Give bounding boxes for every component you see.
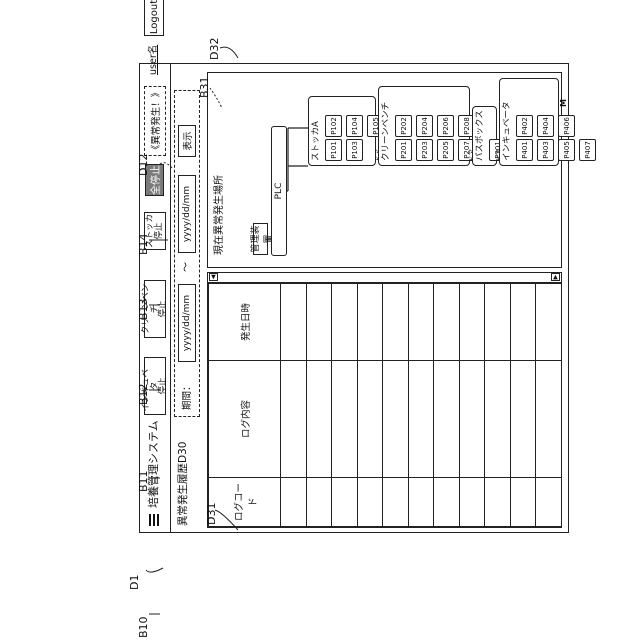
label-b31: B31 xyxy=(198,76,211,98)
label-b12: B12 xyxy=(137,383,150,405)
label-d1: D1 xyxy=(128,575,141,590)
label-b14: B14 xyxy=(137,233,150,255)
label-b11: B11 xyxy=(137,470,150,492)
label-d31: D31 xyxy=(205,503,218,525)
label-d32: D32 xyxy=(208,38,221,60)
label-b13: B13 xyxy=(137,298,150,320)
label-b10: B10 xyxy=(137,616,150,638)
label-d12: D12 xyxy=(137,154,150,176)
